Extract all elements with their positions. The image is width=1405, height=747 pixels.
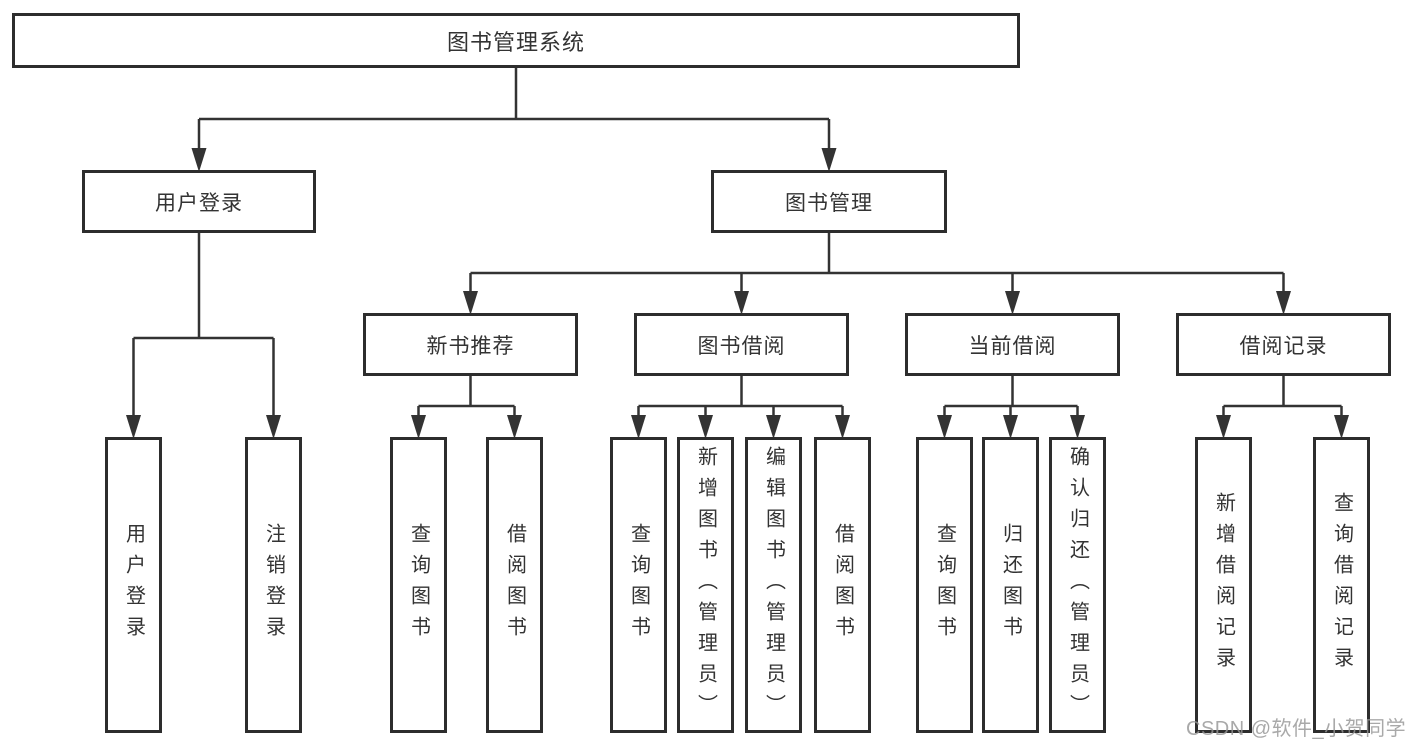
node-label: 查询图书 (407, 523, 430, 647)
node-label: 确认归还（管理员） (1066, 445, 1089, 725)
node-label: 查询借阅记录 (1330, 492, 1353, 678)
node-confirm-return-admin: 确认归还（管理员） (1049, 437, 1106, 733)
node-label: 图书管理 (785, 191, 873, 215)
node-label: 新书推荐 (426, 334, 515, 358)
node-current-borrow: 当前借阅 (905, 313, 1120, 376)
node-label: 借阅记录 (1239, 334, 1328, 358)
node-edit-book-admin: 编辑图书（管理员） (745, 437, 802, 733)
node-library-management-system: 图书管理系统 (12, 13, 1020, 68)
node-return-books: 归还图书 (982, 437, 1039, 733)
node-label: 编辑图书（管理员） (762, 445, 785, 725)
node-logout-leaf: 注销登录 (245, 437, 302, 733)
node-add-book-admin: 新增图书（管理员） (677, 437, 734, 733)
node-query-books-2: 查询图书 (610, 437, 667, 733)
node-query-borrow-record: 查询借阅记录 (1313, 437, 1370, 733)
node-user-login-leaf: 用户登录 (105, 437, 162, 733)
node-book-borrow: 图书借阅 (634, 313, 849, 376)
node-label: 用户登录 (155, 191, 243, 215)
node-label: 新增借阅记录 (1212, 492, 1235, 678)
node-book-management: 图书管理 (711, 170, 947, 233)
node-label: 借阅图书 (831, 523, 854, 647)
node-label: 归还图书 (999, 523, 1022, 647)
node-label: 新增图书（管理员） (694, 445, 717, 725)
node-label: 查询图书 (627, 523, 650, 647)
node-borrow-books-2: 借阅图书 (814, 437, 871, 733)
node-new-book-recommend: 新书推荐 (363, 313, 578, 376)
node-label: 借阅图书 (503, 523, 526, 647)
node-label: 查询图书 (933, 523, 956, 647)
node-user-login: 用户登录 (82, 170, 316, 233)
node-borrow-books-1: 借阅图书 (486, 437, 543, 733)
node-label: 图书借阅 (697, 334, 786, 358)
node-query-books-3: 查询图书 (916, 437, 973, 733)
node-add-borrow-record: 新增借阅记录 (1195, 437, 1252, 733)
node-label: 当前借阅 (968, 334, 1057, 358)
node-label: 图书管理系统 (446, 29, 585, 55)
node-query-books-1: 查询图书 (390, 437, 447, 733)
watermark: CSDN @软件_小贺同学 (1186, 718, 1405, 740)
node-label: 注销登录 (262, 523, 285, 647)
node-label: 用户登录 (122, 523, 145, 647)
node-borrow-records: 借阅记录 (1176, 313, 1391, 376)
